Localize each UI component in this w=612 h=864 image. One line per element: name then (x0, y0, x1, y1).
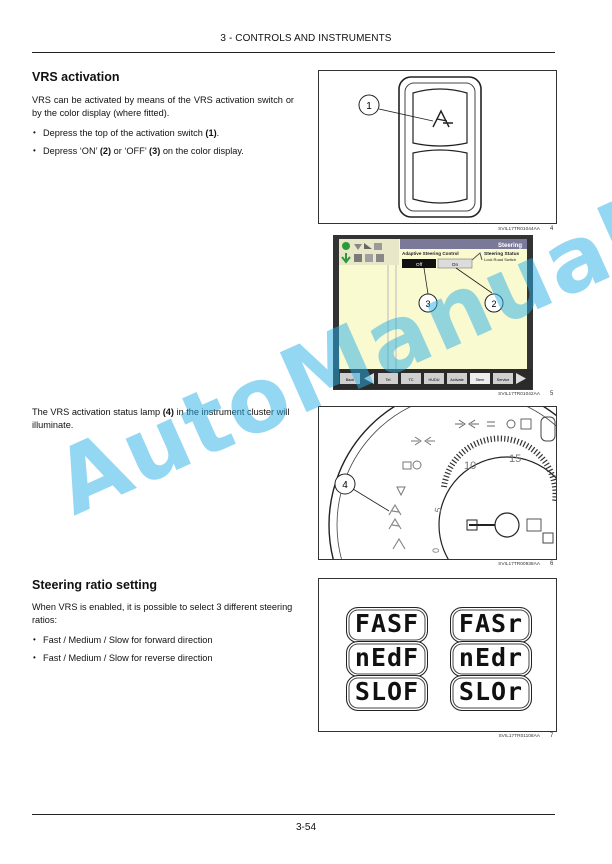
ratio-intro: When VRS is enabled, it is possible to s… (32, 602, 293, 625)
figure-7-number: 7 (550, 733, 554, 739)
on-button[interactable] (437, 258, 473, 269)
callout-4: 4 (342, 480, 348, 491)
bottom-btn-steer: Steer (475, 378, 485, 382)
dial-label-0: 0 (431, 548, 441, 553)
dial-label-5: 5 (433, 507, 444, 514)
bottom-btn-tc: TC (408, 378, 413, 382)
turn-signal-icon (455, 419, 466, 429)
panel-right-title: Steering Status (484, 251, 520, 257)
bottom-btn-back: Back (346, 378, 355, 382)
display-slow-forward: SLOF (346, 675, 428, 711)
panel-right-subtitle: Lock Road Switch (484, 257, 516, 262)
vrs-intro: VRS can be activated by means of the VRS… (32, 95, 294, 118)
bottom-btn-service: Service (497, 378, 510, 382)
panel-left-title: Adaptive Steering Control (402, 251, 459, 256)
figure-ratio-displays: FASF FASr nEdF nEdr SLOF SLOr (318, 578, 557, 732)
display-fast-reverse: FASr (450, 607, 532, 643)
page-number: 3-54 (295, 822, 316, 833)
footer-rule (32, 814, 555, 815)
ratio-item-reverse: Fast / Medium / Slow for reverse directi… (32, 652, 302, 665)
callout-3: 3 (425, 299, 430, 309)
section-heading-vrs: VRS activation (32, 70, 120, 84)
vrs-status-lamp-icon (388, 503, 402, 516)
callout-1: 1 (366, 101, 372, 112)
figure-instrument-cluster: 10 15 5 0 4 (318, 406, 557, 560)
vrs-step-1: Depress the top of the activation switch… (32, 127, 302, 140)
vrs-switch-illustration: 1 (358, 76, 482, 218)
page-header: 3 - CONTROLS AND INSTRUMENTS (220, 33, 392, 44)
instrument-cluster-illustration: 10 15 5 0 4 (328, 407, 556, 559)
steering-symbol-icon (432, 109, 453, 128)
off-button-label: Off (416, 262, 423, 268)
display-medium-reverse: nEdr (450, 641, 532, 677)
vrs-steps: Depress the top of the activation switch… (32, 127, 302, 162)
vrs-step-2: Depress ‘ON’ (2) or ‘OFF’ (3) on the col… (32, 145, 302, 158)
bottom-btn-hudu: HUDU (429, 378, 440, 382)
figure-vrs-switch: 1 (318, 70, 557, 224)
color-display-screen: Steering Adaptive Steering Control Steer… (334, 239, 532, 389)
display-bottom-bar: Back Tel TC HUDU Activate Steer Service (340, 373, 526, 384)
headlight-icon (506, 419, 516, 429)
arrow-right-icon (516, 373, 526, 384)
off-button[interactable] (402, 259, 436, 268)
figure-color-display: Steering Adaptive Steering Control Steer… (333, 235, 533, 390)
bottom-btn-tel: Tel (386, 378, 391, 382)
figure-4-number: 4 (550, 226, 554, 232)
header-rule (32, 52, 555, 53)
display-fast-forward: FASF (346, 607, 428, 643)
lamp-paragraph: The VRS activation status lamp (4) in th… (32, 407, 290, 430)
figure-7-caption: SVIL17TR01108AA (498, 734, 540, 739)
figure-4-caption: SVIL17TR01044AA (498, 227, 540, 232)
display-medium-forward: nEdF (346, 641, 428, 677)
figure-6-caption: SVIL17TR00938AA (498, 562, 540, 567)
figure-6-number: 6 (550, 561, 554, 567)
on-button-label: On (452, 262, 459, 268)
bottom-btn-activate: Activate (450, 378, 464, 382)
figure-5-caption: SVIL17TR01042AA (498, 392, 540, 397)
dial-label-15: 15 (509, 453, 521, 465)
ratio-item-forward: Fast / Medium / Slow for forward directi… (32, 634, 302, 647)
display-title: Steering (498, 243, 522, 249)
section-heading-ratio: Steering ratio setting (32, 578, 158, 592)
display-slow-reverse: SLOr (450, 675, 532, 711)
figure-5-number: 5 (550, 391, 554, 397)
dial-label-10: 10 (464, 460, 476, 472)
ratio-list: Fast / Medium / Slow for forward directi… (32, 634, 302, 669)
arrow-left-icon (364, 373, 374, 384)
callout-2: 2 (491, 299, 496, 309)
